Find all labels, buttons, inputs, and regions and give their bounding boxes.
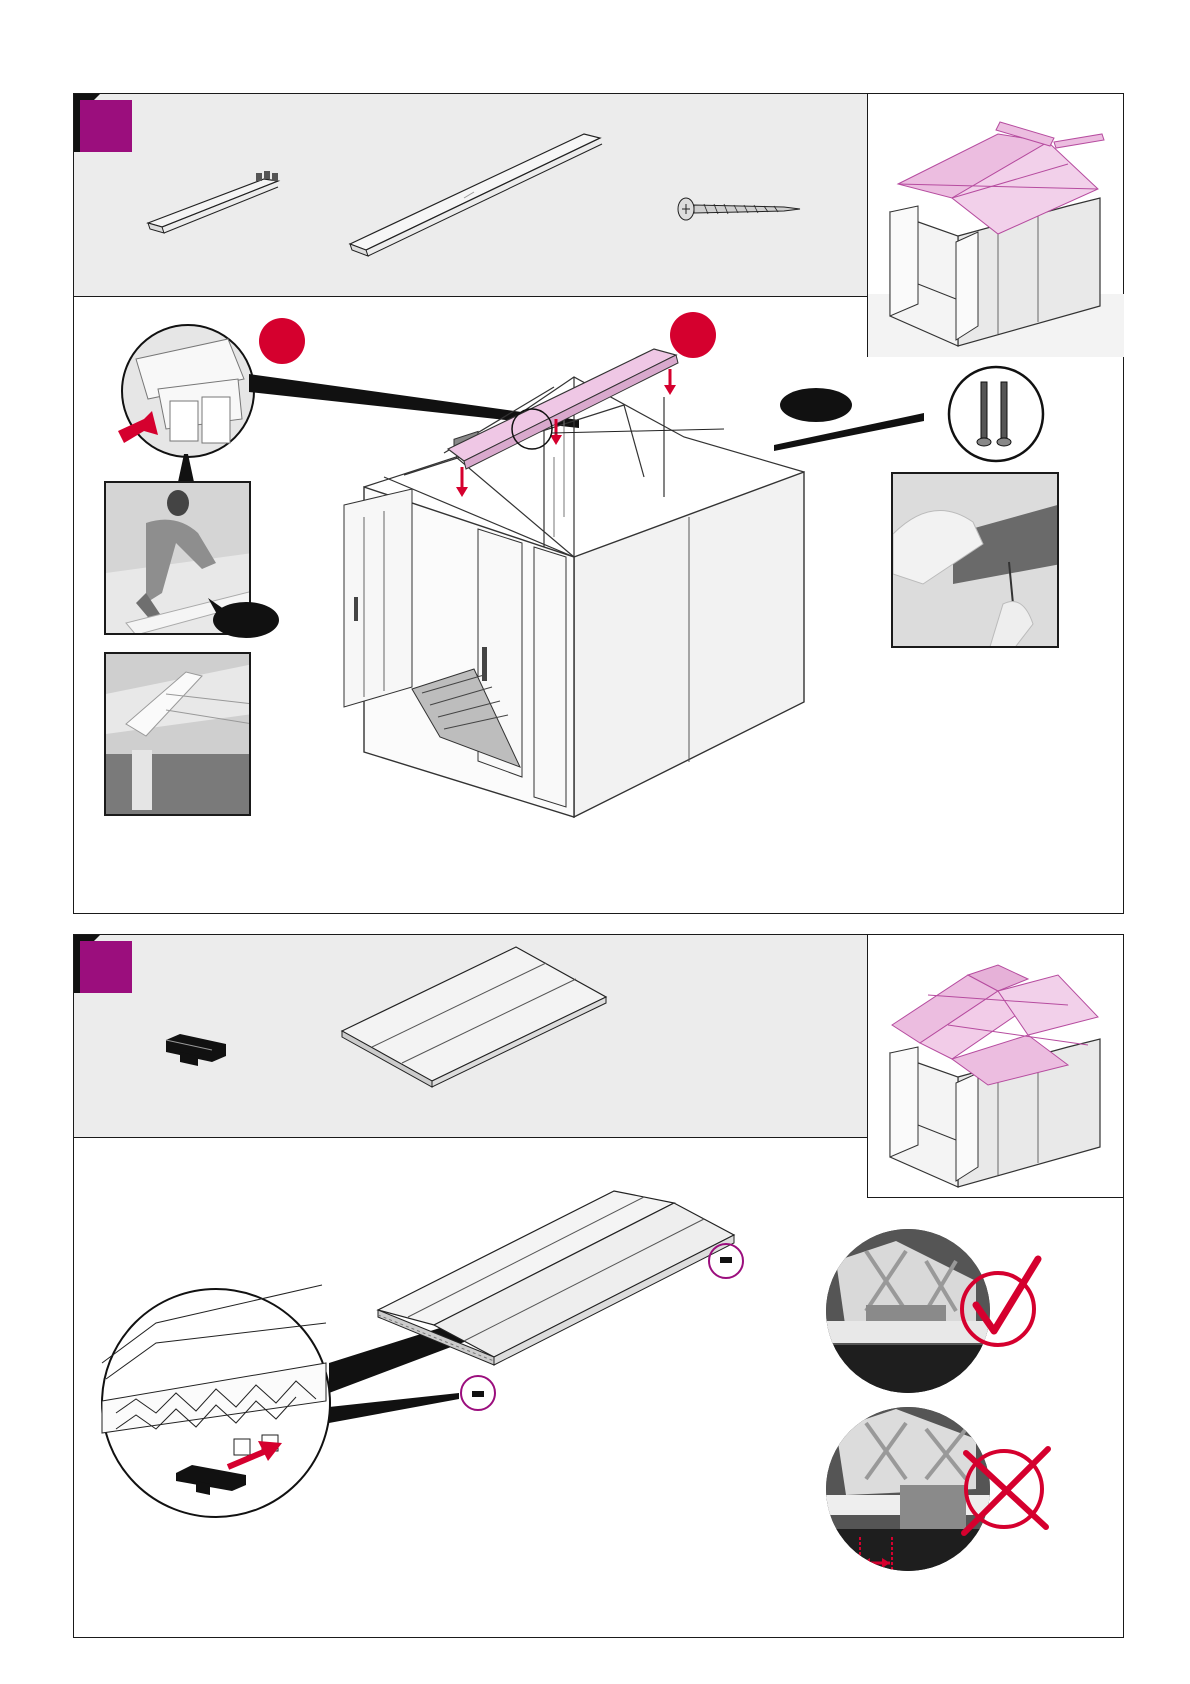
overview-thumbnail (867, 94, 1123, 357)
detail-zoom-circle-slide-cap (118, 319, 268, 469)
shed-overview-roof-frame-icon (868, 94, 1124, 357)
step-number-badge (74, 94, 132, 152)
short-ridge-cap-part (144, 161, 294, 241)
step-number-badge (74, 935, 132, 993)
screw-part (674, 189, 804, 229)
photo-screwing-ridge (891, 472, 1059, 648)
assembly-step-2 (73, 934, 1124, 1638)
t-connector-part (162, 1030, 232, 1070)
correct-fit-detail (826, 1221, 1046, 1401)
callout-black-oval-right (774, 391, 944, 451)
incorrect-fit-detail (826, 1399, 1066, 1579)
overview-thumbnail (867, 935, 1123, 1198)
callout-black-oval-left (208, 598, 280, 640)
connector-position-circle-bottom (458, 1373, 498, 1413)
shed-illustration-ridge-install (344, 357, 814, 827)
screws-detail-circle (946, 364, 1046, 464)
roof-panels-joined-illustration (374, 1185, 764, 1385)
roof-panel-part (336, 941, 616, 1101)
connector-position-circle-top (706, 1241, 746, 1281)
callout-red-dot-right (669, 311, 717, 359)
detail-zoom-connector-insert (96, 1283, 336, 1523)
leader-line-down (176, 454, 196, 484)
photo-ridge-installed (104, 652, 251, 816)
shed-overview-roof-panels-icon (868, 935, 1124, 1198)
assembly-step-1 (73, 93, 1124, 914)
long-ridge-cap-part (344, 122, 614, 262)
